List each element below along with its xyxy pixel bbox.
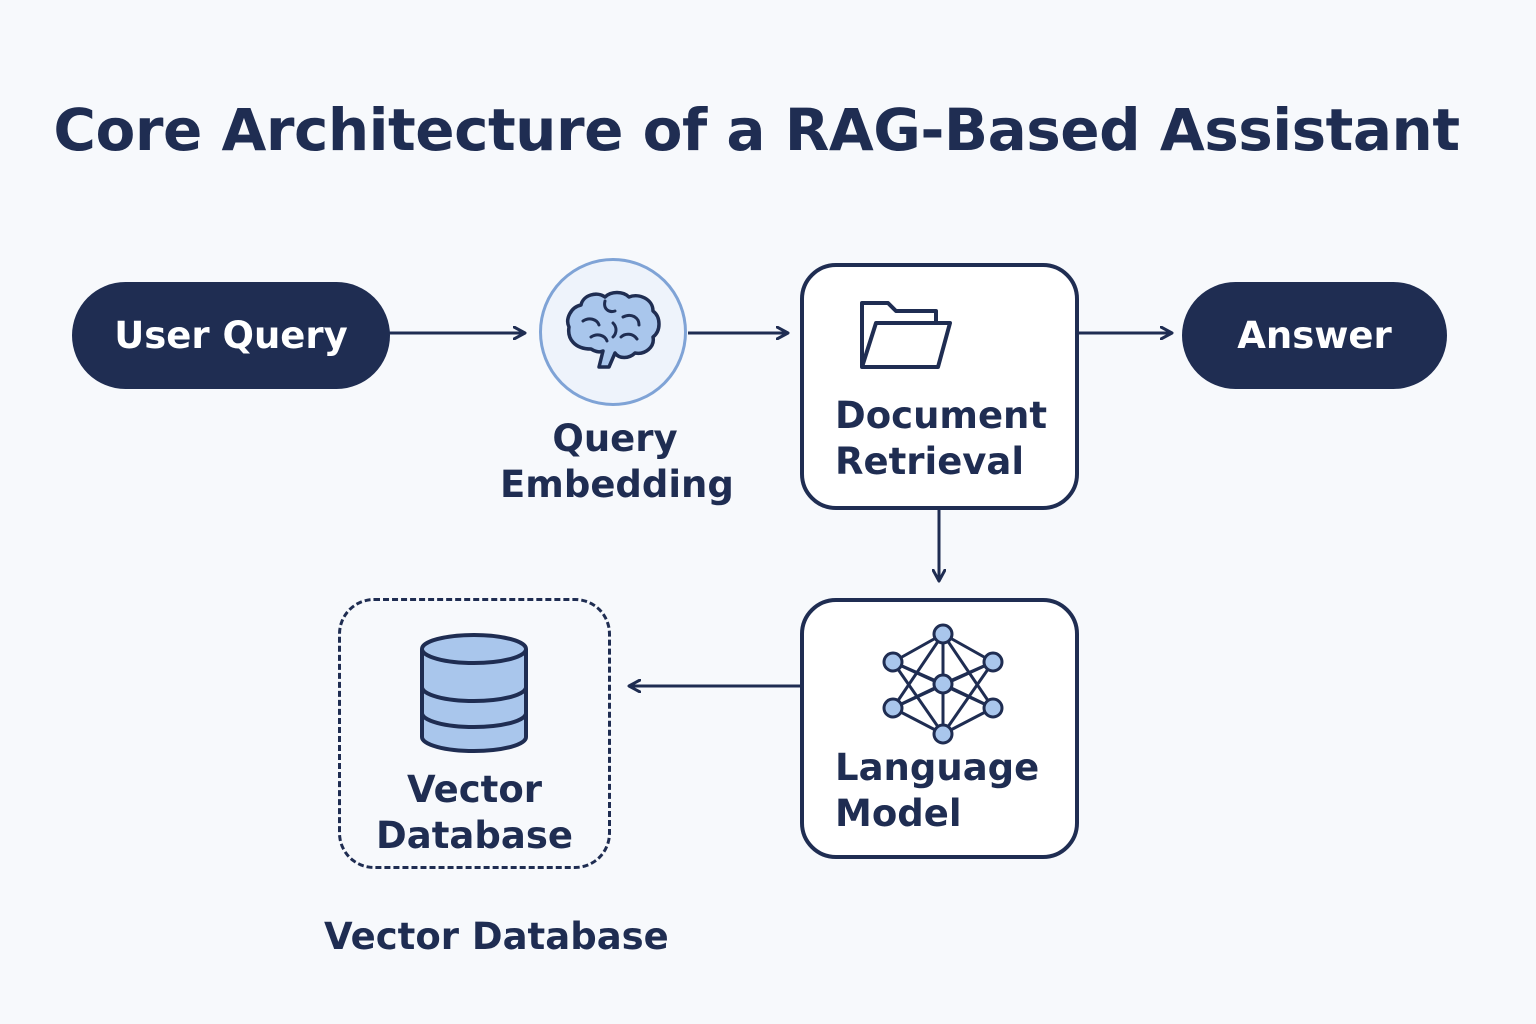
folder-icon xyxy=(860,301,952,369)
query-embedding-node[interactable] xyxy=(539,258,687,406)
answer-node[interactable]: Answer xyxy=(1182,282,1447,389)
neural-network-icon xyxy=(882,623,1004,745)
document-retrieval-node[interactable]: Document Retrieval xyxy=(800,263,1079,510)
answer-label: Answer xyxy=(1237,314,1392,357)
document-retrieval-label: Document Retrieval xyxy=(835,394,1048,483)
user-query-label: User Query xyxy=(114,314,348,357)
vector-database-label: Vector Database xyxy=(376,768,573,857)
brain-icon xyxy=(566,290,661,369)
diagram-title: Core Architecture of a RAG-Based Assista… xyxy=(53,96,1460,164)
database-icon xyxy=(420,633,528,753)
vector-database-caption: Vector Database xyxy=(324,915,669,958)
language-model-node[interactable]: Language Model xyxy=(800,598,1079,859)
language-model-label: Language Model xyxy=(835,746,1040,835)
query-embedding-label: Query Embedding xyxy=(500,417,734,506)
user-query-node[interactable]: User Query xyxy=(72,282,390,389)
vector-database-node[interactable]: Vector Database xyxy=(338,598,611,869)
